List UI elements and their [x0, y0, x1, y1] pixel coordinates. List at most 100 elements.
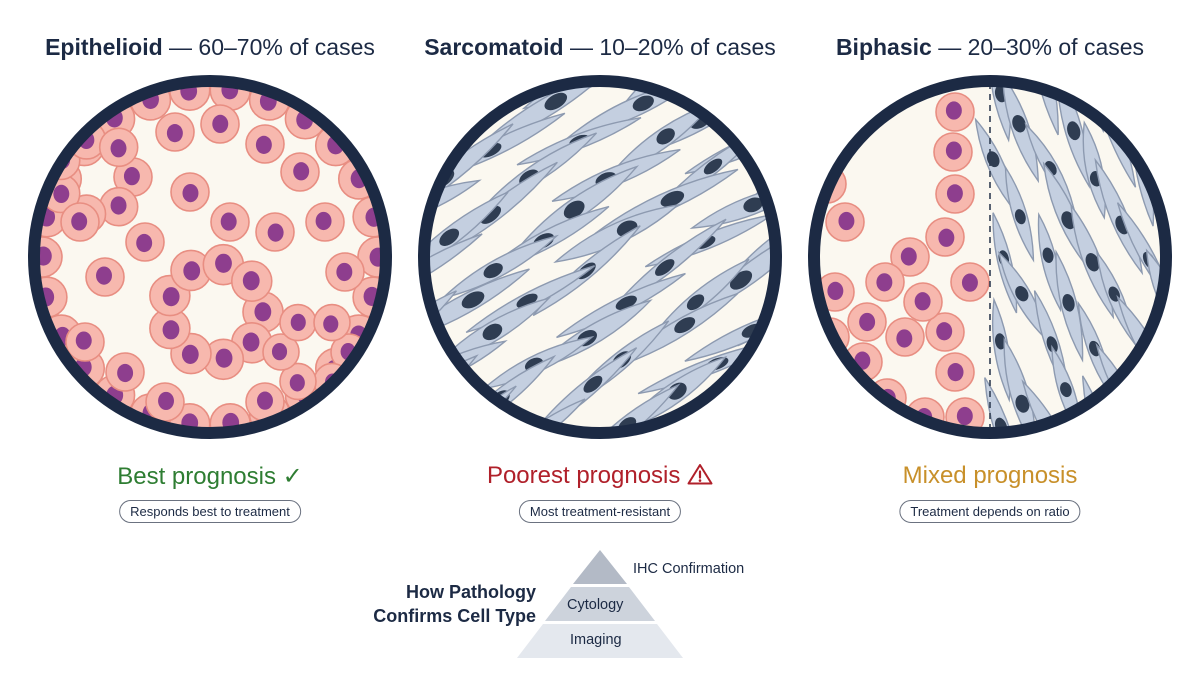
panel-sarcomatoid: Sarcomatoid — 10–20% of cases Poorest pr…	[400, 0, 800, 540]
cell-nucleus	[735, 396, 757, 414]
cell-nucleus	[480, 205, 502, 224]
cell-nucleus	[117, 363, 134, 383]
cell-nucleus	[242, 271, 260, 291]
prognosis-label: Mixed prognosis	[790, 462, 1190, 490]
cell-type-name: Sarcomatoid	[424, 34, 564, 60]
spindle-cell	[424, 290, 457, 369]
cell-nucleus	[483, 263, 503, 279]
cell-nucleus	[215, 253, 232, 273]
spindle-cell	[694, 81, 776, 108]
cell-nucleus	[1089, 340, 1101, 357]
cell-nucleus	[182, 183, 199, 203]
confirmation-pyramid	[517, 550, 683, 658]
spindle-cell	[1004, 164, 1035, 263]
cell-nucleus	[667, 382, 687, 400]
cell-nucleus	[443, 430, 463, 433]
spindle-cell	[1031, 81, 1059, 136]
cell-nucleus	[1158, 374, 1166, 394]
panel-biphasic: Biphasic — 20–30% of cases Mixed prognos…	[790, 0, 1190, 540]
panel-epithelioid: Epithelioid — 60–70% of cases Best progn…	[10, 0, 410, 540]
cell-nucleus	[1092, 418, 1105, 433]
cell-nucleus	[267, 223, 284, 242]
cell-nucleus	[956, 406, 973, 426]
spindle-cell	[651, 258, 750, 339]
cell-nucleus	[110, 139, 127, 158]
cell-nucleus	[686, 294, 705, 311]
warning-icon	[687, 464, 713, 485]
pyramid-tier-bottom	[517, 624, 683, 658]
cell-nucleus	[827, 134, 844, 153]
spindle-cell	[1070, 203, 1115, 320]
cell-nucleus	[158, 391, 175, 411]
cell-nucleus	[110, 196, 127, 215]
cell-nucleus	[415, 72, 423, 88]
cell-nucleus	[859, 312, 876, 332]
prognosis-label: Poorest prognosis	[400, 462, 800, 490]
cell-nucleus	[946, 184, 963, 203]
cell-nucleus	[289, 374, 305, 392]
spindle-cell	[424, 354, 479, 433]
cell-nucleus	[995, 333, 1006, 350]
cell-nucleus	[293, 162, 310, 181]
cell-nucleus	[743, 197, 763, 213]
cell-nucleus	[1062, 293, 1075, 312]
cell-nucleus	[674, 317, 696, 334]
cell-nucleus	[1015, 286, 1029, 302]
spindle-cell	[424, 233, 483, 308]
cell-nucleus	[290, 313, 306, 332]
cell-nucleus	[429, 364, 449, 379]
cell-nucleus	[656, 128, 675, 145]
cell-nucleus	[516, 293, 538, 309]
epithelioid-micrograph	[28, 75, 392, 439]
cell-nucleus	[632, 95, 654, 112]
pyramid-title-line1: How Pathology	[406, 582, 536, 602]
cell-nucleus	[1014, 209, 1026, 225]
cell-nucleus	[1042, 247, 1054, 263]
cell-nucleus	[737, 81, 756, 85]
cell-nucleus	[563, 200, 585, 219]
cell-nucleus	[166, 123, 183, 143]
cell-nucleus	[947, 363, 964, 382]
cell-type-name: Biphasic	[835, 34, 932, 60]
spindle-cell	[743, 385, 776, 433]
cell-nucleus	[183, 261, 201, 281]
cell-nucleus	[615, 295, 637, 311]
treatment-note: Responds best to treatment	[119, 500, 301, 523]
micrograph-ring	[418, 75, 782, 439]
cell-nucleus	[703, 158, 723, 175]
cell-nucleus	[660, 190, 685, 207]
cell-nucleus	[1067, 121, 1081, 141]
treatment-note: Most treatment-resistant	[518, 500, 682, 523]
micrograph-ring	[28, 75, 392, 439]
cell-type-percent: — 10–20% of cases	[569, 34, 776, 60]
tier-imaging-label: Imaging	[570, 632, 622, 648]
cell-nucleus	[424, 382, 439, 400]
cell-nucleus	[71, 212, 88, 231]
sarcomatoid-micrograph	[415, 72, 782, 439]
cell-nucleus	[415, 130, 426, 156]
pyramid-title: How Pathology Confirms Cell Type	[330, 580, 536, 628]
cell-type-percent: — 20–30% of cases	[938, 34, 1145, 60]
cell-nucleus	[215, 348, 233, 368]
cell-nucleus	[1133, 81, 1148, 83]
pyramid-tier-middle	[545, 587, 655, 621]
spindle-cell	[1126, 81, 1158, 141]
cell-nucleus	[461, 291, 485, 309]
cell-nucleus	[583, 375, 603, 393]
cell-nucleus	[257, 391, 273, 410]
cell-nucleus	[242, 332, 260, 352]
cell-nucleus	[876, 273, 893, 292]
cell-nucleus	[900, 247, 917, 266]
cell-nucleus	[544, 92, 568, 111]
cell-nucleus	[315, 211, 332, 231]
cell-nucleus	[936, 322, 953, 341]
prognosis-text: Mixed prognosis	[902, 462, 1078, 489]
spindle-cell	[415, 72, 478, 104]
cell-nucleus	[938, 228, 955, 247]
tier-ihc-label: IHC Confirmation	[633, 561, 745, 577]
panel-title: Biphasic — 20–30% of cases	[790, 34, 1190, 61]
biphasic-micrograph	[808, 75, 1172, 439]
spindle-cell	[1094, 157, 1144, 276]
cell-nucleus	[838, 211, 855, 231]
cell-type-percent: — 60–70% of cases	[169, 34, 375, 60]
